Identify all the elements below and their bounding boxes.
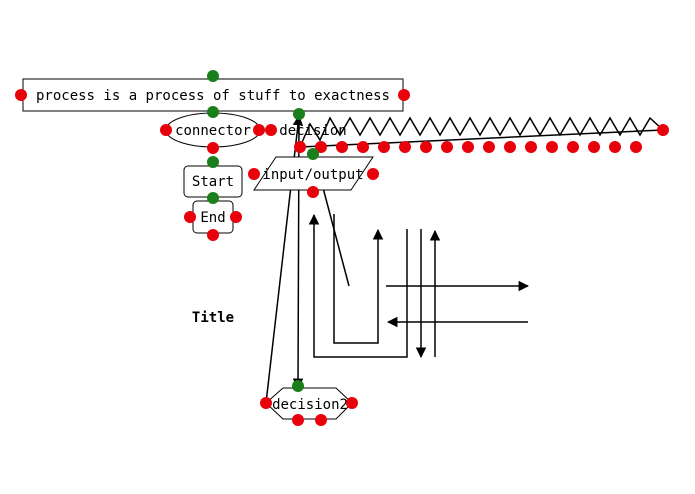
process-label: process is a process of stuff to exactne…	[36, 88, 390, 104]
port-decision2-right[interactable]	[346, 397, 358, 409]
port-io-left[interactable]	[248, 168, 260, 180]
io-node[interactable]: input/output	[253, 156, 374, 191]
port-process-right[interactable]	[398, 89, 410, 101]
port-start-top[interactable]	[207, 156, 219, 168]
port-row[interactable]	[336, 141, 348, 153]
start-label: Start	[192, 174, 234, 190]
port-row[interactable]	[399, 141, 411, 153]
port-decision-top[interactable]	[293, 108, 305, 120]
port-end-right[interactable]	[230, 211, 242, 223]
port-decision2-bottom-right[interactable]	[315, 414, 327, 426]
port-row[interactable]	[609, 141, 621, 153]
port-row-end[interactable]	[657, 124, 669, 136]
port-decision2-left[interactable]	[260, 397, 272, 409]
port-row[interactable]	[315, 141, 327, 153]
edge-ortho-1[interactable]	[333, 214, 384, 344]
decision2-label: decision2	[272, 397, 348, 413]
port-process-top[interactable]	[207, 70, 219, 82]
port-io-right[interactable]	[367, 168, 379, 180]
connector-label: connector	[175, 123, 251, 139]
decision2-node[interactable]: decision2	[265, 387, 353, 420]
connector-node[interactable]: connector	[165, 112, 261, 148]
port-row[interactable]	[504, 141, 516, 153]
decision-label: decision	[279, 123, 346, 139]
port-row[interactable]	[630, 141, 642, 153]
zigzag-edge[interactable]	[299, 116, 664, 148]
port-end-left[interactable]	[184, 211, 196, 223]
port-process-left[interactable]	[15, 89, 27, 101]
port-row[interactable]	[420, 141, 432, 153]
port-row[interactable]	[294, 141, 306, 153]
port-row[interactable]	[483, 141, 495, 153]
port-row[interactable]	[525, 141, 537, 153]
port-row[interactable]	[357, 141, 369, 153]
diagram-title: Title	[192, 310, 234, 326]
port-process-bottom[interactable]	[207, 106, 219, 118]
port-row[interactable]	[567, 141, 579, 153]
port-decision-left[interactable]	[265, 124, 277, 136]
end-label: End	[200, 210, 225, 226]
port-connector-bottom[interactable]	[207, 142, 219, 154]
port-io-top[interactable]	[307, 148, 319, 160]
port-start-bottom[interactable]	[207, 192, 219, 204]
port-connector-left[interactable]	[160, 124, 172, 136]
port-connector-right[interactable]	[253, 124, 265, 136]
port-end-bottom[interactable]	[207, 229, 219, 241]
port-row[interactable]	[378, 141, 390, 153]
port-io-bottom[interactable]	[307, 186, 319, 198]
process-node[interactable]: process is a process of stuff to exactne…	[22, 78, 404, 112]
edge-ortho-2[interactable]	[308, 213, 408, 358]
port-row[interactable]	[588, 141, 600, 153]
decision-node[interactable]: decision	[279, 123, 346, 139]
port-decision2-bottom-left[interactable]	[292, 414, 304, 426]
io-label: input/output	[262, 167, 363, 183]
end-node[interactable]: End	[192, 200, 234, 234]
port-row[interactable]	[441, 141, 453, 153]
port-decision2-top[interactable]	[292, 380, 304, 392]
port-row[interactable]	[546, 141, 558, 153]
port-row[interactable]	[462, 141, 474, 153]
ports	[15, 70, 669, 426]
